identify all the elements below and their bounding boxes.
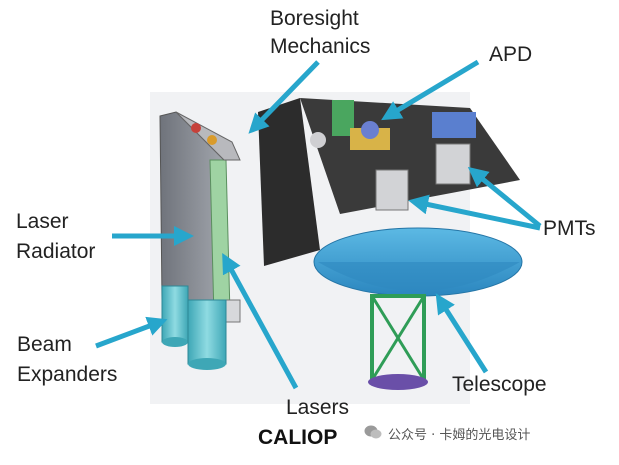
label-pmts: PMTs bbox=[543, 217, 596, 240]
arrow-telescope bbox=[435, 293, 489, 374]
label-laser-radiator-line2: Radiator bbox=[16, 240, 96, 263]
callout-arrows bbox=[95, 59, 542, 390]
arrow-boresight bbox=[248, 60, 320, 134]
optics-bench bbox=[258, 98, 520, 266]
frame-strut-b bbox=[370, 295, 426, 381]
beam-expander-right-end bbox=[188, 358, 226, 370]
arrow-lasers bbox=[222, 252, 299, 390]
boresight-motor bbox=[191, 123, 201, 133]
diagram-caption: CALIOP bbox=[258, 426, 338, 449]
bench-side-panel bbox=[258, 98, 320, 266]
telescope bbox=[313, 227, 523, 390]
label-laser-radiator-line1: Laser bbox=[16, 210, 69, 233]
label-telescope: Telescope bbox=[452, 373, 547, 396]
label-boresight-line1: Boresight bbox=[270, 7, 359, 30]
pmt-rack bbox=[432, 112, 476, 138]
fold-mirror-mount bbox=[310, 132, 326, 148]
boresight-gear bbox=[207, 135, 217, 145]
beam-expander-left bbox=[161, 285, 189, 343]
beam-expander-right bbox=[187, 299, 227, 365]
telescope-base-ring bbox=[368, 374, 428, 390]
label-lasers: Lasers bbox=[286, 396, 350, 419]
beam-expander-left-end bbox=[162, 337, 188, 347]
optics-mount-green bbox=[332, 100, 354, 136]
pmt-module-left bbox=[375, 169, 409, 211]
arrow-pmt-left bbox=[408, 194, 541, 231]
arrow-pmt-right bbox=[467, 166, 542, 228]
watermark-text: 公众号 · 卡姆的光电设计 bbox=[388, 428, 531, 443]
label-apd: APD bbox=[489, 43, 533, 66]
label-boresight-line2: Mechanics bbox=[270, 35, 371, 58]
arrow-apd bbox=[381, 59, 480, 121]
telescope-dish-underside bbox=[318, 262, 520, 291]
apd-detector-housing bbox=[361, 121, 379, 139]
wechat-icon bbox=[364, 425, 382, 439]
laser-housing-strip bbox=[209, 159, 231, 319]
boresight-mechanics-block bbox=[175, 111, 241, 161]
arrow-beam-expanders bbox=[95, 316, 168, 349]
label-beam-expanders-line2: Expanders bbox=[17, 363, 118, 386]
pmt-module-right bbox=[435, 143, 471, 185]
label-beam-expanders-line1: Beam bbox=[17, 333, 72, 356]
